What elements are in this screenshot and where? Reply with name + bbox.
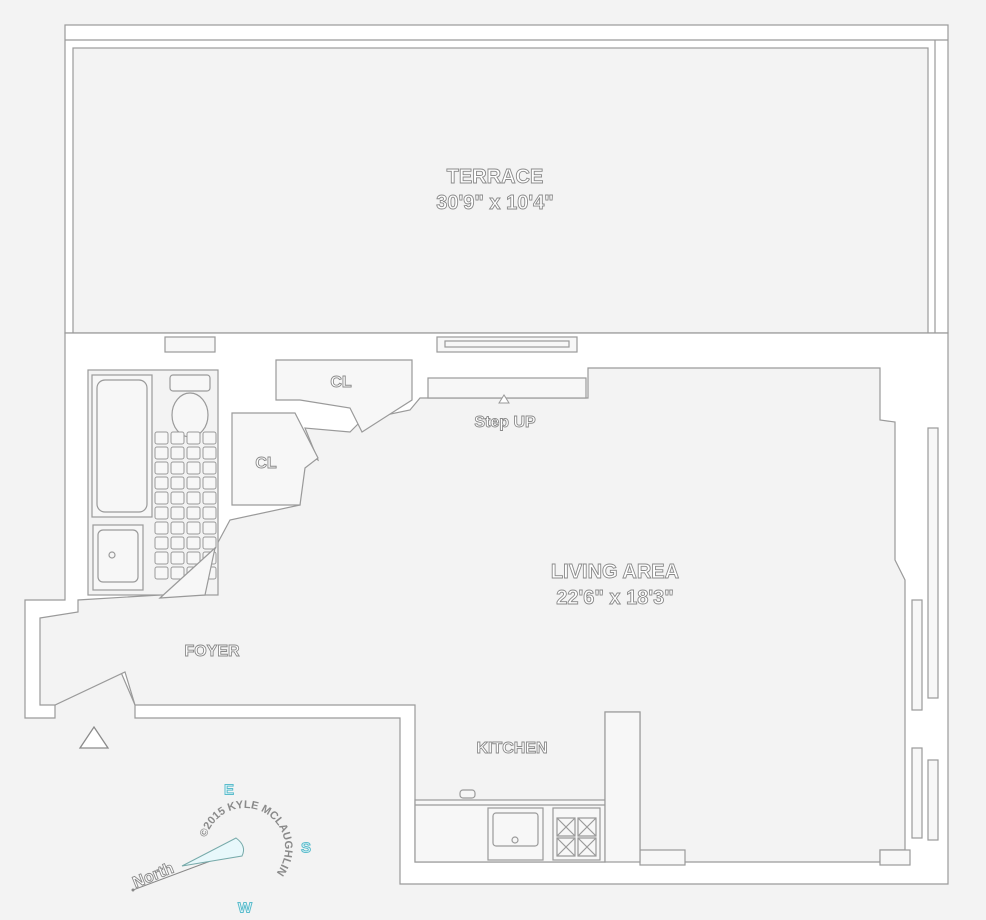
tile [154, 491, 169, 505]
compass-east: E [224, 782, 234, 799]
tile [154, 536, 169, 550]
burner-icon [556, 817, 576, 837]
floor-tiles [154, 431, 217, 580]
bath-door [158, 546, 216, 599]
tile [170, 431, 185, 445]
compass-copyright: ©2015 KYLE MCLAUGHLIN [198, 799, 294, 878]
terrace [64, 24, 949, 334]
living-dims: 22'6" x 18'3" [556, 587, 673, 609]
tile [186, 551, 201, 565]
tile [154, 476, 169, 490]
tile [154, 461, 169, 475]
tile [202, 506, 217, 520]
tile [170, 491, 185, 505]
tile [186, 446, 201, 460]
living-label: LIVING AREA [551, 561, 679, 583]
tile [170, 476, 185, 490]
windows-right [639, 427, 939, 866]
step-up-label: Step UP [474, 414, 536, 431]
compass-needle-icon [181, 837, 244, 867]
step-up [427, 336, 587, 404]
closet-label: CL [255, 455, 277, 472]
terrace-label: TERRACE [447, 166, 544, 188]
window [164, 336, 216, 353]
tile [154, 431, 169, 445]
bathroom [91, 336, 217, 599]
kitchen-label: KITCHEN [476, 740, 547, 757]
tile [186, 491, 201, 505]
compass-west: W [238, 900, 253, 917]
tile [154, 551, 169, 565]
tile [154, 506, 169, 520]
tile [202, 446, 217, 460]
tile [170, 506, 185, 520]
refrigerator [604, 711, 641, 863]
tile [202, 536, 217, 550]
foyer-label: FOYER [184, 643, 240, 660]
closet-2 [231, 412, 319, 506]
terrace-dims: 30'9" x 10'4" [436, 192, 553, 214]
tile [186, 506, 201, 520]
stove-burners [556, 817, 597, 857]
burner-icon [577, 817, 597, 837]
tile [170, 566, 185, 580]
tile [202, 461, 217, 475]
closet-1 [275, 359, 413, 433]
closets [231, 359, 413, 506]
entry-arrow-icon [78, 725, 110, 749]
closet-label: CL [330, 374, 352, 391]
tile [202, 431, 217, 445]
tile [170, 461, 185, 475]
tile [202, 491, 217, 505]
tile [202, 521, 217, 535]
toilet [171, 392, 209, 438]
tile [170, 551, 185, 565]
tile [186, 536, 201, 550]
tile [202, 476, 217, 490]
tile [154, 446, 169, 460]
tile [186, 431, 201, 445]
tile [154, 521, 169, 535]
tile [186, 521, 201, 535]
tile [186, 476, 201, 490]
tile [170, 521, 185, 535]
tile [170, 536, 185, 550]
kitchen-fixtures [414, 711, 641, 863]
tile [154, 566, 169, 580]
compass-copyright-path: ©2015 KYLE MCLAUGHLIN [198, 799, 294, 878]
burner-icon [556, 837, 576, 857]
tile [170, 446, 185, 460]
tile [186, 461, 201, 475]
compass: North ©2015 KYLE MCLAUGHLIN E S W [130, 781, 312, 917]
compass-north: North [130, 860, 176, 892]
compass-south: S [301, 840, 311, 857]
burner-icon [577, 837, 597, 857]
toilet-tank [169, 374, 211, 392]
